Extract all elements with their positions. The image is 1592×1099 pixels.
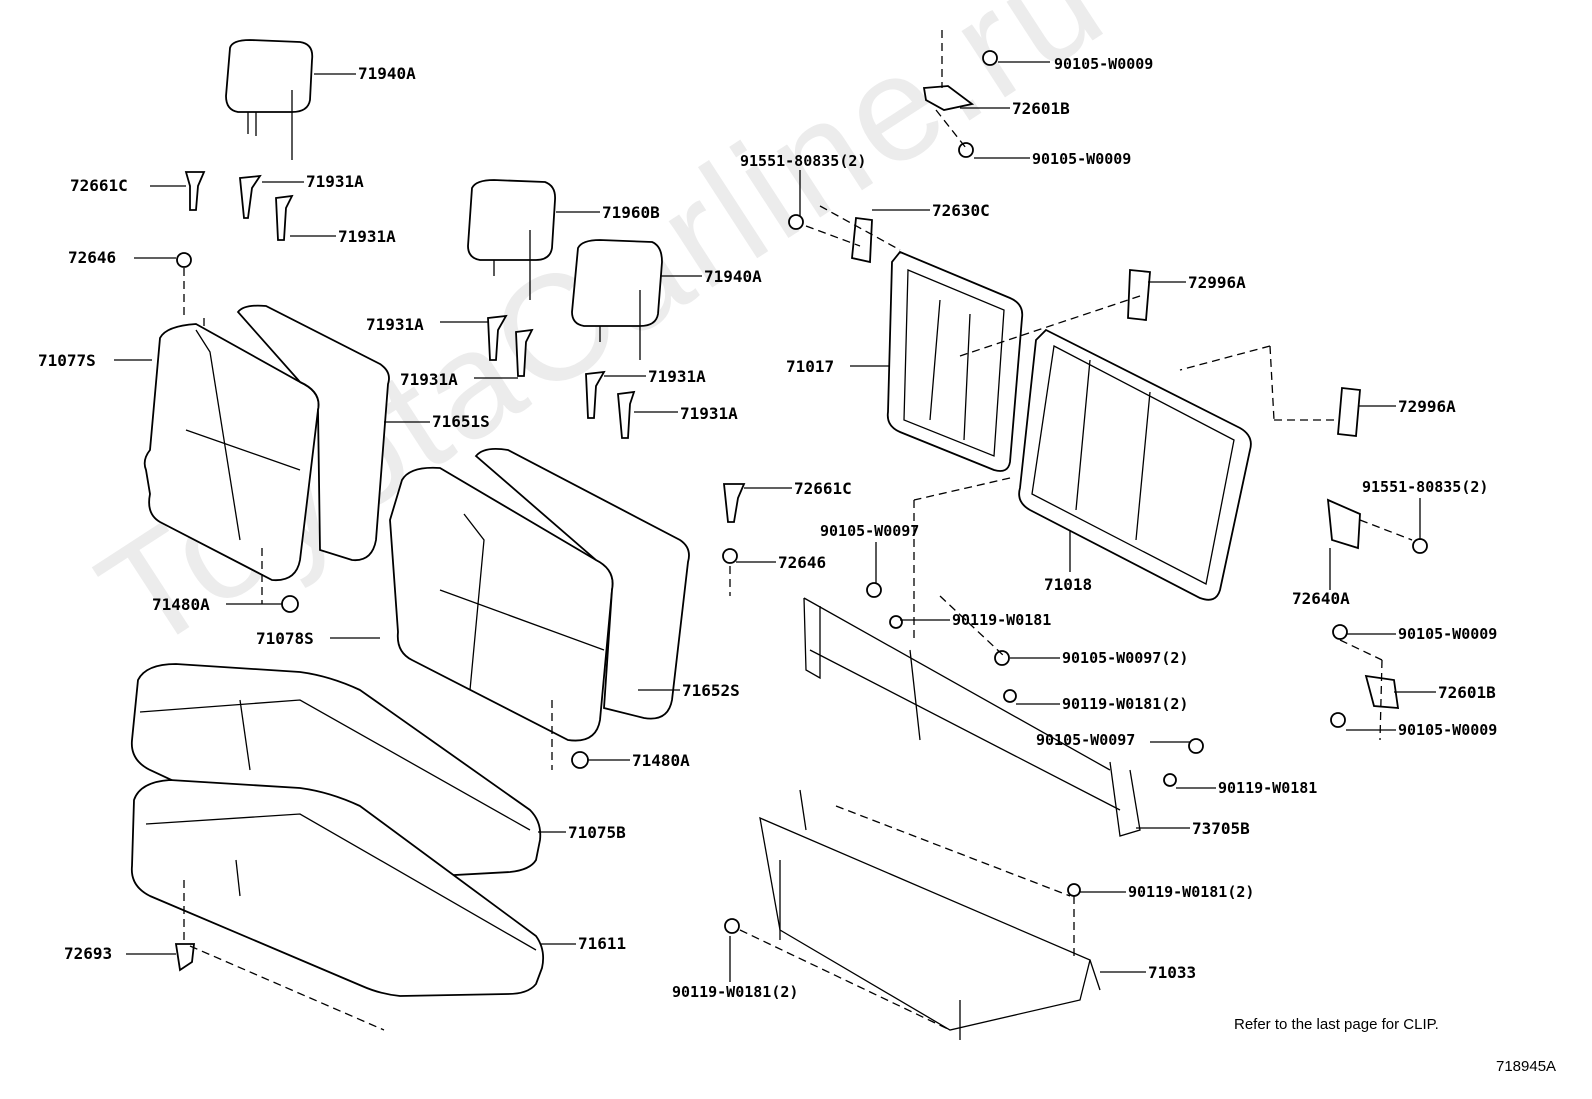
headrest-71940a-middle <box>571 239 663 360</box>
label-90105-w0009: 90105-W0009 <box>1398 625 1498 643</box>
seatback-right <box>389 466 614 742</box>
label-71931a: 71931A <box>680 404 738 423</box>
label-90119-w0181-2: 90119-W0181(2) <box>1062 695 1189 713</box>
label-73705b: 73705B <box>1192 819 1250 838</box>
label-90105-w0009: 90105-W0009 <box>1398 721 1498 739</box>
label-90105-w0097: 90105-W0097 <box>820 522 920 540</box>
label-90105-w0009: 90105-W0009 <box>1054 55 1154 73</box>
bottom-frame-71033 <box>759 789 1101 1040</box>
seat-cushion-cover <box>130 663 542 879</box>
label-90105-w0009: 90105-W0009 <box>1032 150 1132 168</box>
label-72646: 72646 <box>68 248 117 267</box>
label-72693: 72693 <box>64 944 113 963</box>
label-72996a: 72996A <box>1398 397 1456 416</box>
label-71931a: 71931A <box>338 227 396 246</box>
label-71931a: 71931A <box>306 172 364 191</box>
headrest-71940a-left <box>225 39 314 160</box>
clip-reference-note: Refer to the last page for CLIP. <box>1234 1016 1439 1033</box>
label-71931a: 71931A <box>648 367 706 386</box>
frame-71018 <box>1018 328 1252 601</box>
label-72661c: 72661C <box>70 176 128 195</box>
headrest-71960b <box>467 179 556 300</box>
label-71931a: 71931A <box>400 370 458 389</box>
label-72601b: 72601B <box>1012 99 1070 118</box>
hinge-73705b <box>803 597 1141 837</box>
label-90119-w0181-2: 90119-W0181(2) <box>1128 883 1255 901</box>
label-71017: 71017 <box>786 357 835 376</box>
frame-71017 <box>886 250 1024 472</box>
label-71078s: 71078S <box>256 629 314 648</box>
label-71480a: 71480A <box>152 595 210 614</box>
label-71611: 71611 <box>578 934 627 953</box>
label-72661c: 72661C <box>794 479 852 498</box>
seatback-pad-right <box>474 447 690 720</box>
label-72646: 72646 <box>778 553 827 572</box>
label-90105-w0097-2: 90105-W0097(2) <box>1062 649 1189 667</box>
label-91551-80835: 91551-80835(2) <box>740 152 867 170</box>
label-71077s: 71077S <box>38 351 96 370</box>
label-71960b: 71960B <box>602 203 660 222</box>
leader-lines <box>114 61 1436 982</box>
diagram-id: 718945A <box>1496 1058 1557 1075</box>
seatback-left <box>143 323 320 582</box>
label-71940a: 71940A <box>704 267 762 286</box>
label-90105-w0097: 90105-W0097 <box>1036 731 1136 749</box>
label-71652s: 71652S <box>682 681 740 700</box>
label-71931a: 71931A <box>366 315 424 334</box>
label-90119-w0181-2: 90119-W0181(2) <box>672 983 799 1001</box>
label-72630c: 72630C <box>932 201 990 220</box>
label-90119-w0181: 90119-W0181 <box>952 611 1052 629</box>
label-71480a: 71480A <box>632 751 690 770</box>
label-71651s: 71651S <box>432 412 490 431</box>
small-clips <box>174 50 1428 972</box>
seat-cushion-pad <box>130 779 545 997</box>
label-71033: 71033 <box>1148 963 1197 982</box>
seatback-pad-left <box>236 304 390 562</box>
label-72601b: 72601B <box>1438 683 1496 702</box>
label-91551-80835: 91551-80835(2) <box>1362 478 1489 496</box>
dashed-guides <box>183 30 1413 1031</box>
label-71940a: 71940A <box>358 64 416 83</box>
label-72996a: 72996A <box>1188 273 1246 292</box>
label-71018: 71018 <box>1044 575 1093 594</box>
label-72640a: 72640A <box>1292 589 1350 608</box>
label-90119-w0181: 90119-W0181 <box>1218 779 1318 797</box>
label-71075b: 71075B <box>568 823 626 842</box>
